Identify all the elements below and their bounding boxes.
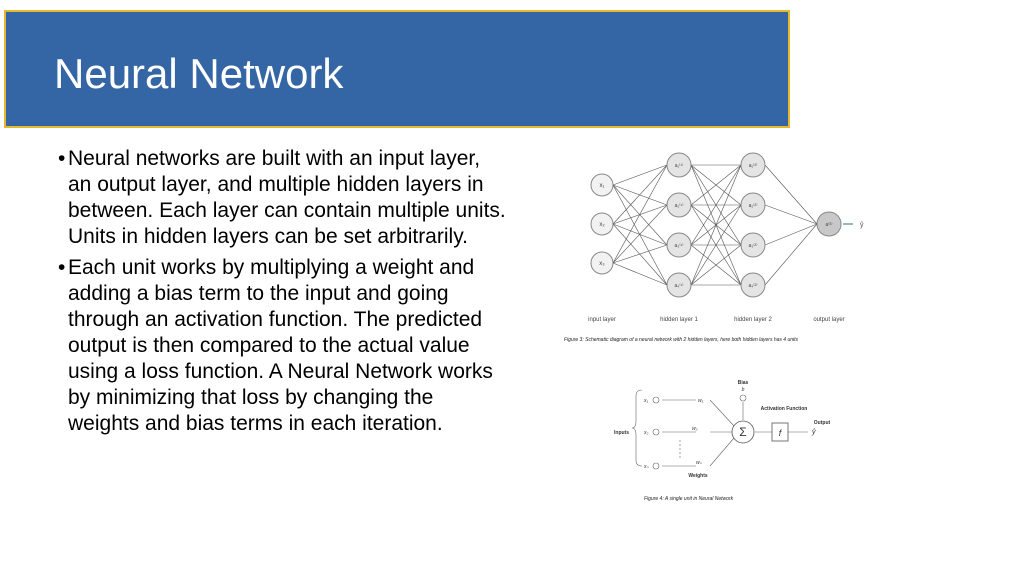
network-edge	[612, 164, 668, 225]
hidden2-node-label: a₄⁽²⁾	[749, 283, 758, 289]
bullet-item: • Each unit works by multiplying a weigh…	[58, 255, 508, 437]
output-layer: a⁽³⁾ ŷ	[816, 211, 864, 237]
network-edge	[612, 204, 668, 264]
network-edges	[612, 164, 818, 286]
network-edge	[690, 164, 742, 206]
bias-label: Bias	[738, 380, 749, 386]
network-edge	[690, 244, 742, 286]
hidden-layer-1: a₁⁽¹⁾ a₂⁽¹⁾ a₃⁽¹⁾ a₄⁽¹⁾	[666, 152, 692, 298]
input-port	[652, 462, 660, 470]
layer-label: hidden layer 1	[660, 317, 698, 323]
network-edge	[690, 164, 742, 246]
input-symbol: x₂	[643, 430, 649, 436]
title-bar: Neural Network	[4, 10, 790, 128]
hidden1-node-label: a₂⁽¹⁾	[675, 203, 684, 209]
input-node	[590, 212, 614, 236]
output-y-label: ŷ	[860, 222, 864, 229]
hidden2-node-label: a₃⁽²⁾	[749, 243, 758, 249]
inputs-label: Inputs	[614, 430, 629, 436]
neural-network-diagram: x₁ x₂ x₃ a₁⁽¹⁾ a₂⁽¹⁾ a₃⁽¹⁾ a₄⁽¹⁾ a₁⁽²⁾ a…	[564, 152, 864, 343]
hidden1-node	[666, 232, 692, 258]
activation-box	[771, 422, 789, 442]
hidden1-node-label: a₃⁽¹⁾	[675, 243, 684, 249]
hidden2-node	[740, 232, 766, 258]
hidden2-node-label: a₁⁽²⁾	[749, 163, 758, 169]
input-node	[590, 173, 614, 197]
hidden2-node	[740, 152, 766, 178]
layer-label: hidden layer 2	[734, 317, 772, 323]
hidden2-node	[740, 192, 766, 218]
sum-node	[731, 420, 755, 444]
figure4-caption: Figure 4: A single unit in Neural Networ…	[644, 496, 734, 502]
network-edge	[612, 184, 668, 246]
network-edge	[612, 184, 668, 206]
hidden-layer-2: a₁⁽²⁾ a₂⁽²⁾ a₃⁽²⁾ a₄⁽²⁾	[740, 152, 766, 298]
bullet-list: • Neural networks are built with an inpu…	[58, 146, 508, 442]
network-edge	[612, 164, 668, 264]
network-edge	[612, 223, 668, 286]
network-edge	[764, 204, 818, 225]
input-node-label: x₂	[599, 222, 605, 228]
figure3-caption: Figure 3: Schematic diagram of a neural …	[564, 337, 799, 343]
layer-labels: input layer hidden layer 1 hidden layer …	[588, 317, 845, 323]
hidden2-node	[740, 272, 766, 298]
network-edge	[764, 164, 818, 225]
weight-symbol: wₙ	[696, 460, 703, 466]
network-edge	[612, 164, 668, 186]
input-layer: x₁ x₂ x₃	[590, 173, 614, 275]
input-symbol: x₁	[643, 398, 649, 404]
hidden1-node-label: a₁⁽¹⁾	[675, 163, 684, 169]
layer-label: input layer	[588, 317, 616, 323]
input-node-label: x₃	[599, 261, 605, 267]
network-edge	[612, 262, 668, 286]
output-node	[816, 211, 842, 237]
single-unit-diagram: Bias b Inputs x₁ x₂ xₙ w₁ w₂ wₙ Weights …	[614, 380, 831, 502]
slide-title: Neural Network	[54, 50, 344, 97]
input-node	[590, 251, 614, 275]
bullet-text: Each unit works by multiplying a weight …	[68, 256, 493, 435]
network-edge	[690, 204, 742, 286]
output-label: Output	[814, 420, 831, 426]
hidden1-node-label: a₄⁽¹⁾	[675, 283, 684, 289]
hidden1-node	[666, 272, 692, 298]
output-node-label: a⁽³⁾	[826, 222, 833, 228]
unit-lines	[631, 389, 808, 467]
network-edge	[764, 223, 818, 246]
output-symbol: ŷ	[811, 429, 816, 436]
input-node-label: x₁	[599, 183, 604, 189]
hidden2-node-label: a₂⁽²⁾	[749, 203, 758, 209]
hidden1-node	[666, 152, 692, 178]
bias-symbol: b	[742, 387, 745, 393]
activation-label: Activation Function	[761, 406, 808, 412]
bullet-text: Neural networks are built with an input …	[68, 147, 506, 248]
network-edge	[764, 223, 818, 286]
weight-symbol: w₂	[692, 426, 698, 432]
bullet-dot: •	[58, 256, 66, 279]
bullet-item: • Neural networks are built with an inpu…	[58, 146, 508, 250]
activation-symbol: f	[779, 428, 783, 438]
network-edge	[612, 223, 668, 246]
weights-label: Weights	[688, 473, 708, 479]
hidden1-node	[666, 192, 692, 218]
network-edge	[612, 184, 668, 286]
input-port	[652, 396, 660, 404]
layer-label: output layer	[813, 317, 844, 323]
input-symbol: xₙ	[643, 464, 650, 470]
bullet-dot: •	[58, 147, 66, 170]
network-edge	[612, 244, 668, 264]
bias-port	[739, 394, 747, 402]
sigma-icon: Σ	[739, 425, 746, 439]
network-edge	[690, 164, 742, 286]
weight-symbol: w₁	[698, 398, 704, 404]
input-port	[652, 428, 660, 436]
